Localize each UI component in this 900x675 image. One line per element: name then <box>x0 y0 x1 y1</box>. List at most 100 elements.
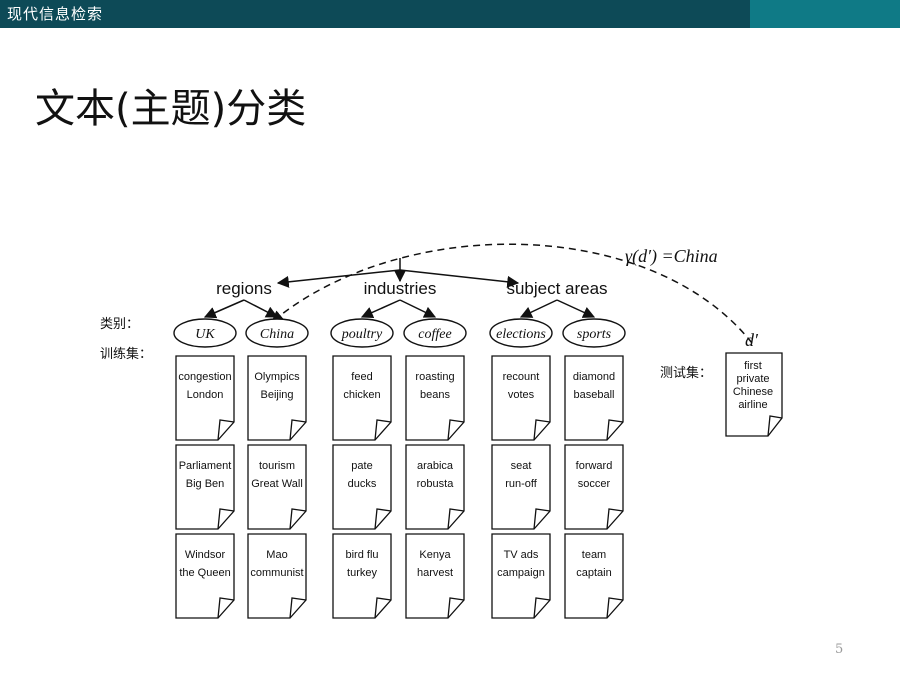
document-outline <box>564 533 624 619</box>
document-fold <box>289 508 307 530</box>
document-line-1: tourism <box>259 460 295 472</box>
class-label: coffee <box>418 327 451 342</box>
document-line-2: robusta <box>417 478 455 490</box>
document-line-1: congestion <box>178 371 231 383</box>
class-ellipse <box>562 318 626 348</box>
document-fold <box>533 597 551 619</box>
test-document-fold <box>767 415 783 437</box>
class-label: poultry <box>341 327 383 342</box>
document-fold <box>374 419 392 441</box>
document-fold <box>289 419 307 441</box>
document-line-2: communist <box>250 567 303 579</box>
document-line-2: Beijing <box>260 389 293 401</box>
document-line-1: recount <box>503 371 540 383</box>
category-label: regions <box>216 279 272 298</box>
document-line-2: ducks <box>348 478 377 490</box>
document-fold <box>533 419 551 441</box>
arrow-root-regions <box>276 269 401 288</box>
category-label: industries <box>364 279 437 298</box>
document-line-1: Olympics <box>254 371 300 383</box>
document-fold <box>374 597 392 619</box>
document-line-2: baseball <box>574 389 615 401</box>
document-line-2: Big Ben <box>186 478 225 490</box>
document-outline <box>405 533 465 619</box>
document-line-1: pate <box>351 460 372 472</box>
dashed-arc-test-to-china <box>271 243 753 344</box>
document-fold <box>533 508 551 530</box>
arrow-category-to-class <box>556 299 596 318</box>
header-title: 现代信息检索 <box>7 5 104 23</box>
class-ellipse <box>330 318 394 348</box>
test-document-name: d′ <box>745 330 759 350</box>
header-bar <box>0 0 750 28</box>
document-line-2: captain <box>576 567 611 579</box>
document-line-1: seat <box>511 460 532 472</box>
document-fold <box>447 419 465 441</box>
arrow-category-to-class <box>360 299 401 319</box>
training-document: pate ducks <box>332 444 392 530</box>
class-ellipse <box>173 318 237 348</box>
document-line-1: team <box>582 549 606 561</box>
page-number: 5 <box>835 642 844 657</box>
class-label: elections <box>496 327 546 342</box>
arrow-category-to-class <box>203 299 245 319</box>
document-outline <box>247 533 307 619</box>
document-line-2: chicken <box>343 389 380 401</box>
document-line-1: arabica <box>417 460 454 472</box>
document-line-1: TV ads <box>504 549 539 561</box>
document-fold <box>447 508 465 530</box>
document-line-1: Parliament <box>179 460 232 472</box>
class-label: UK <box>195 327 215 342</box>
document-outline <box>564 444 624 530</box>
document-line-2: harvest <box>417 567 453 579</box>
test-document-line-4: airline <box>738 399 767 411</box>
training-document: feed chicken <box>332 355 392 441</box>
test-document: d′ first private Chinese airline <box>725 330 783 437</box>
class-label: China <box>260 327 294 342</box>
document-outline <box>491 355 551 441</box>
document-line-2: campaign <box>497 567 545 579</box>
document-outline <box>564 355 624 441</box>
test-set-label: 测试集： <box>660 365 712 381</box>
test-document-outline <box>725 352 783 437</box>
test-document-line-1: first <box>744 360 762 372</box>
training-document: TV ads campaign <box>491 533 551 619</box>
document-line-2: Great Wall <box>251 478 303 490</box>
document-fold <box>606 508 624 530</box>
document-outline <box>247 444 307 530</box>
document-line-2: soccer <box>578 478 611 490</box>
document-outline <box>175 533 235 619</box>
document-line-1: Mao <box>266 549 287 561</box>
test-document-line-3: Chinese <box>733 386 773 398</box>
slide-title: 文本(主题)分类 <box>35 86 307 132</box>
document-fold <box>447 597 465 619</box>
document-outline <box>405 355 465 441</box>
class-ellipse <box>245 318 309 348</box>
document-fold <box>606 597 624 619</box>
arrow-category-to-class <box>399 299 437 318</box>
training-document: Mao communist <box>247 533 307 619</box>
document-fold <box>217 419 235 441</box>
document-fold <box>606 419 624 441</box>
document-fold <box>289 597 307 619</box>
document-line-2: votes <box>508 389 535 401</box>
arrow-category-to-class <box>519 299 558 318</box>
document-outline <box>332 355 392 441</box>
document-outline <box>175 355 235 441</box>
document-fold <box>217 597 235 619</box>
document-line-1: feed <box>351 371 372 383</box>
